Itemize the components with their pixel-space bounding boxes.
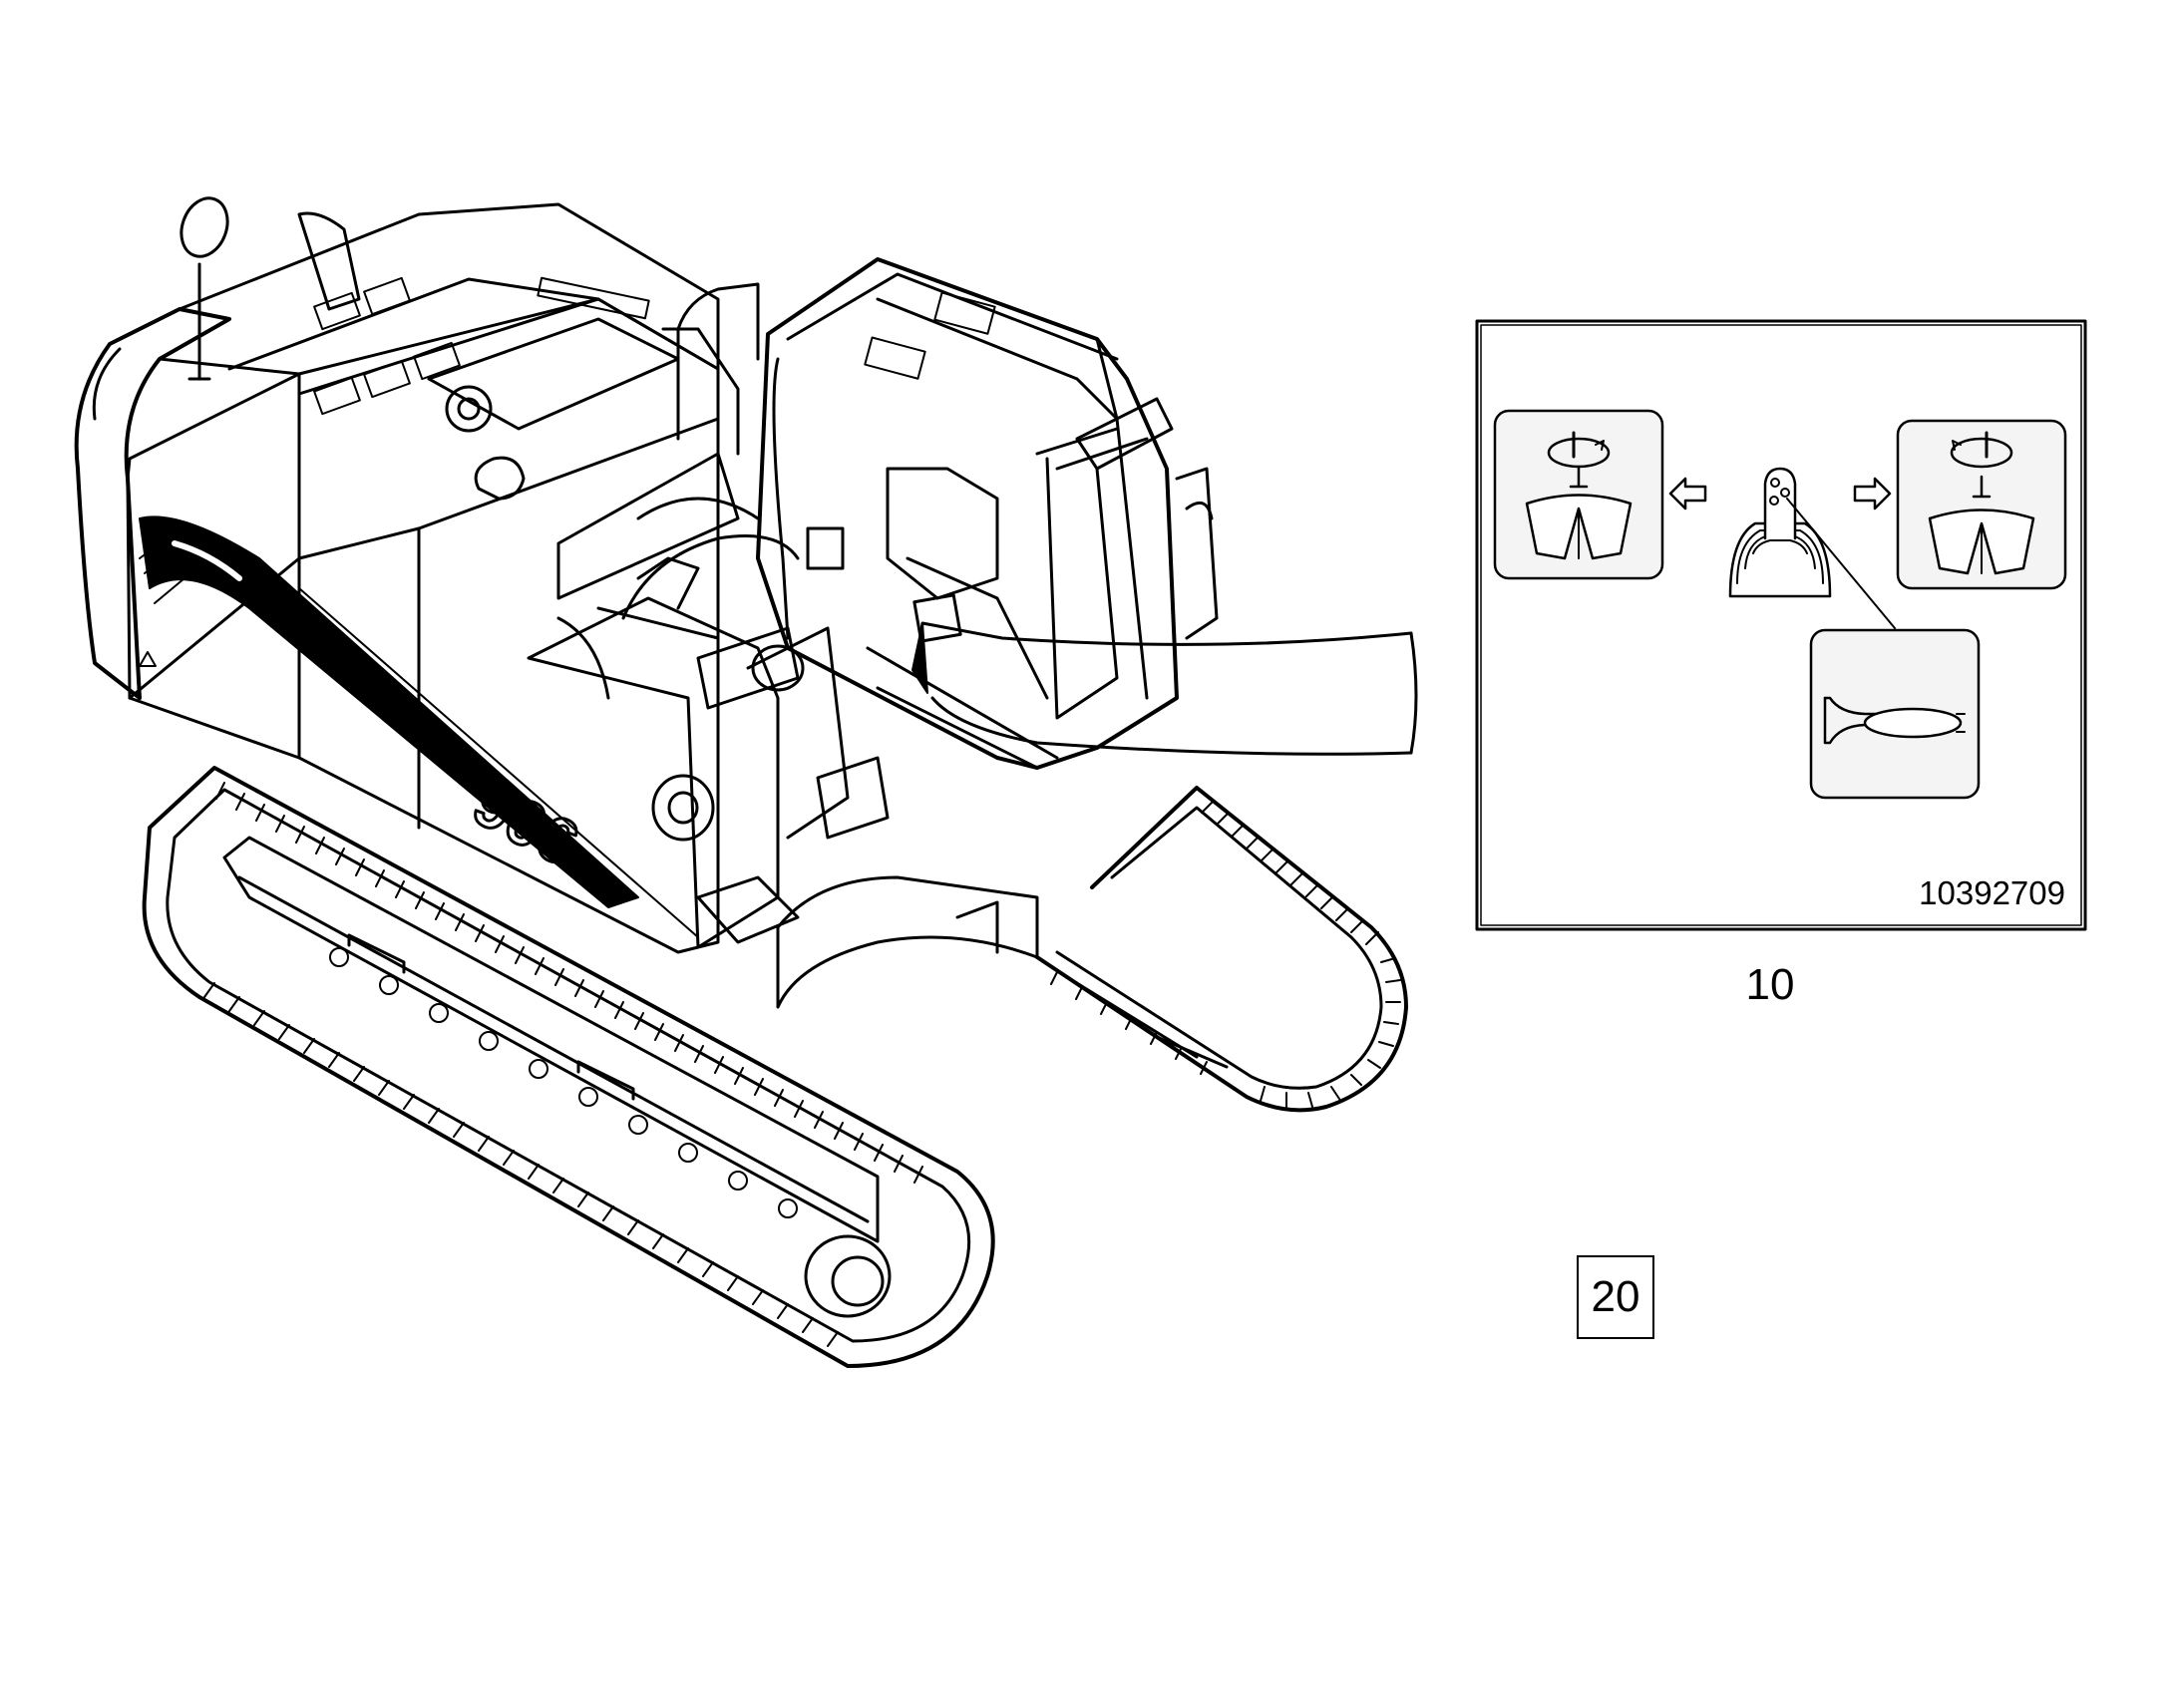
upper-structure: 906 bbox=[74, 196, 760, 954]
decal-detail-panel bbox=[1475, 319, 2087, 931]
right-crawler-track bbox=[1035, 786, 1408, 1113]
decal-reference-number: 10392709 bbox=[1919, 874, 2065, 911]
arrow-right-icon bbox=[1853, 477, 1892, 511]
boxed-item-label: 20 bbox=[1577, 1255, 1654, 1339]
rotate-right-bucket-icon bbox=[1896, 419, 2067, 590]
decal-position-label: 10 bbox=[1745, 960, 1795, 1009]
left-crawler-track bbox=[142, 766, 995, 1368]
rotate-left-bucket-icon bbox=[1493, 409, 1664, 580]
horn-icon bbox=[1809, 628, 1981, 800]
carbody bbox=[776, 875, 1039, 1009]
arrow-left-icon bbox=[1668, 477, 1707, 511]
operator-cab bbox=[756, 257, 1219, 770]
joystick-icon bbox=[1728, 467, 1896, 629]
callout-leader bbox=[911, 621, 1418, 756]
excavator-illustration: 906 bbox=[74, 196, 1418, 1368]
